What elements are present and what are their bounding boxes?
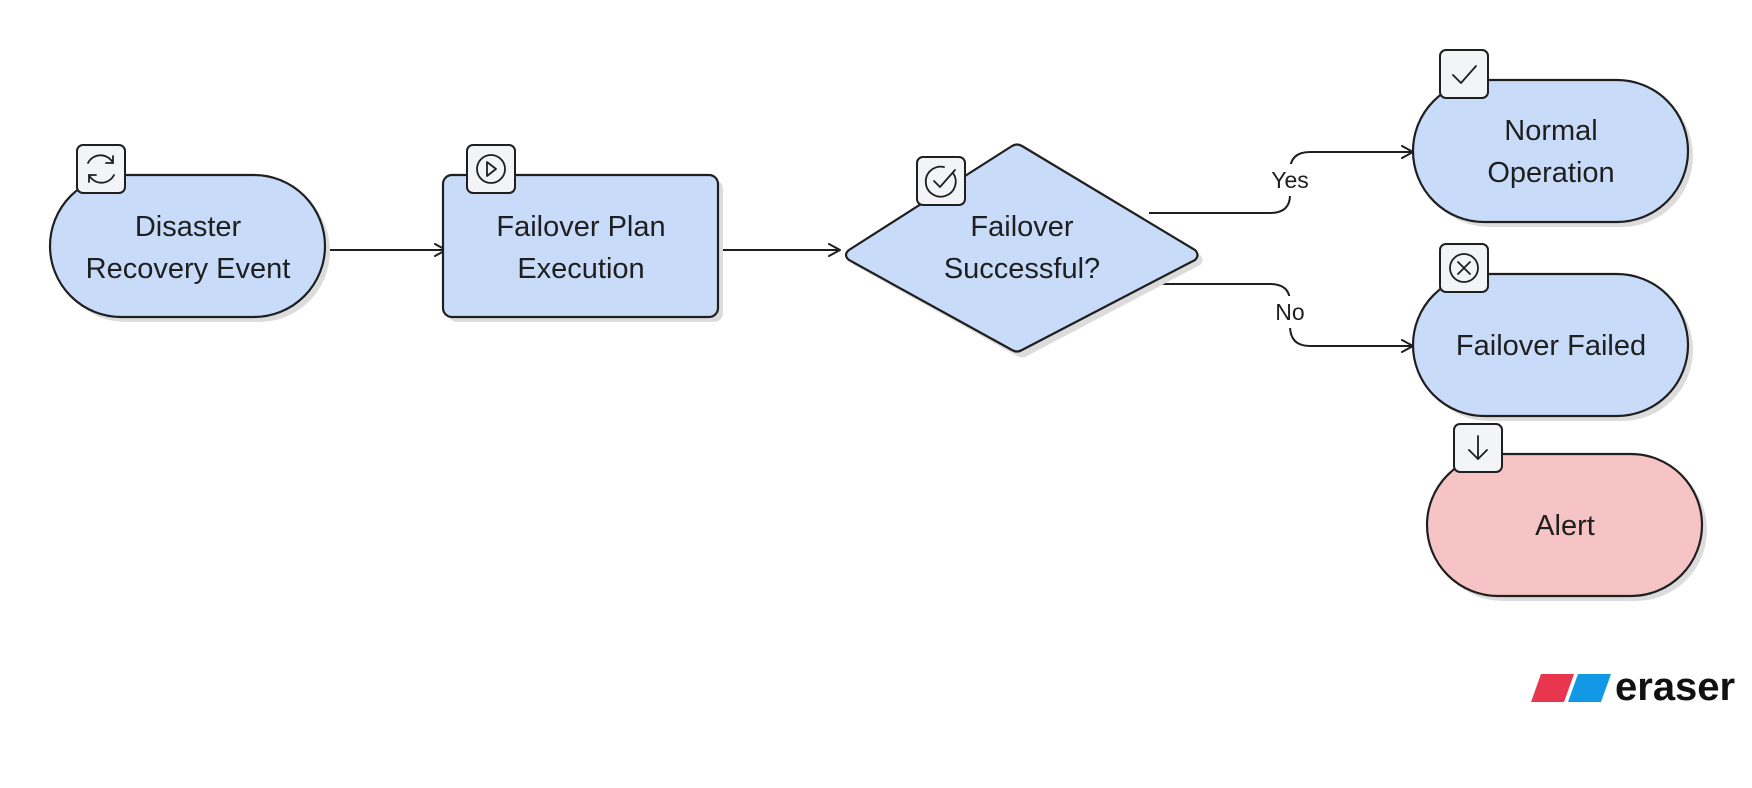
logo-mark-blue: [1568, 674, 1611, 702]
node-label: Alert: [1535, 510, 1595, 542]
node-label-line1: Normal: [1504, 115, 1597, 147]
check-icon: [1439, 49, 1489, 99]
logo-wordmark: eraser: [1615, 665, 1735, 709]
node-label-line2: Successful?: [944, 253, 1100, 285]
edge-label-yes-text: Yes: [1271, 167, 1309, 193]
node-normal-operation[interactable]: Normal Operation: [1411, 49, 1693, 227]
x-circle-icon: [1439, 243, 1489, 293]
eraser-logo: eraser: [1531, 665, 1735, 709]
check-circle-icon: [916, 156, 966, 206]
node-failover-plan-execution[interactable]: Failover Plan Execution: [441, 144, 723, 322]
edge-label-no-text: No: [1275, 299, 1304, 325]
node-alert[interactable]: Alert: [1425, 423, 1707, 601]
node-failover-failed[interactable]: Failover Failed: [1411, 243, 1693, 421]
node-label-line2: Operation: [1487, 157, 1614, 189]
node-label-line2: Recovery Event: [86, 253, 291, 285]
refresh-icon: [76, 144, 126, 194]
node-label-line1: Failover: [970, 211, 1073, 243]
edge-label-yes: Yes: [1268, 164, 1312, 196]
node-label: Failover Failed: [1456, 330, 1646, 362]
node-label-line1: Disaster: [135, 211, 242, 243]
edge-label-no: No: [1270, 296, 1310, 328]
node-failover-successful-decision[interactable]: Failover Successful?: [844, 143, 1203, 358]
arrow-down-icon: [1453, 423, 1503, 473]
play-circle-icon: [466, 144, 516, 194]
node-label-line2: Execution: [517, 253, 644, 285]
node-disaster-recovery-event[interactable]: Disaster Recovery Event: [48, 144, 330, 322]
node-label-line1: Failover Plan: [496, 211, 665, 243]
logo-mark-red: [1531, 674, 1574, 702]
